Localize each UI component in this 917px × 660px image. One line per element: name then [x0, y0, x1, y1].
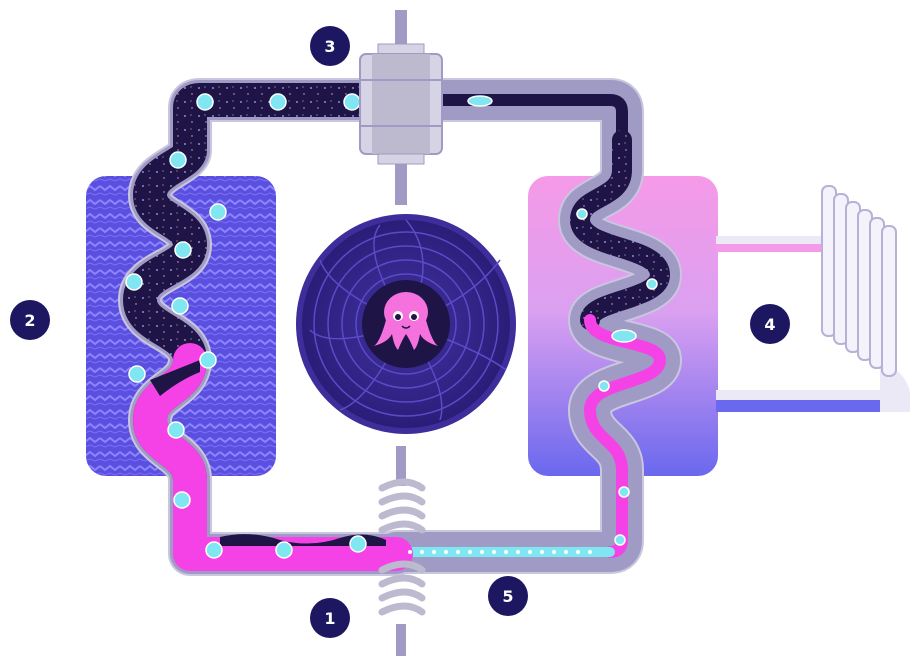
step-badge-4: 4	[750, 304, 790, 344]
step-badge-5: 5	[488, 576, 528, 616]
step-2-label: 2	[24, 311, 35, 330]
step-badge-3: 3	[310, 26, 350, 66]
step-1-label: 1	[324, 609, 335, 628]
step-badge-1: 1	[310, 598, 350, 638]
step-3-label: 3	[324, 37, 335, 56]
compressor-icon	[360, 10, 442, 205]
step-badge-2: 2	[10, 300, 50, 340]
step-4-label: 4	[764, 315, 775, 334]
radiator-icon	[822, 186, 896, 376]
step-5-label: 5	[502, 587, 513, 606]
